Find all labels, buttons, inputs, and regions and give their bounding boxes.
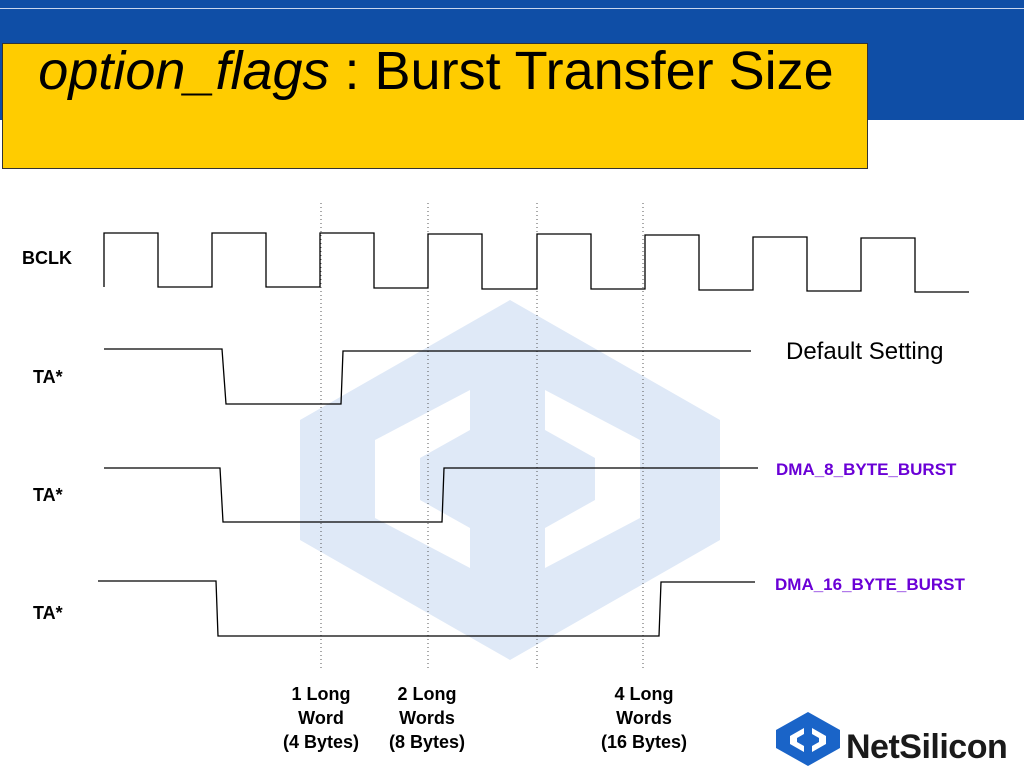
annotation-line: Words [399, 708, 455, 728]
ta-label-8byte: TA* [33, 485, 63, 505]
annotation-line: 2 Long [397, 684, 457, 704]
watermark-logo [300, 300, 720, 660]
dma-16-byte-burst-label: DMA_16_BYTE_BURST [775, 575, 965, 594]
title-rest: : Burst Transfer Size [329, 41, 834, 101]
ta-label-16byte: TA* [33, 603, 63, 623]
ta-label-default: TA* [33, 367, 63, 387]
default-setting-label: Default Setting [786, 338, 944, 365]
annotation-line: Words [616, 708, 672, 728]
watermark-cutout [375, 390, 640, 568]
annotation-4-long-words: 4 Long Words (16 Bytes) [584, 682, 704, 754]
annotation-line: (4 Bytes) [282, 732, 360, 752]
header-band-divider [0, 8, 1024, 9]
ta-8byte-waveform [104, 467, 758, 523]
annotation-line: 4 Long [614, 684, 674, 704]
annotation-2-long-words: 2 Long Words (8 Bytes) [367, 682, 487, 754]
annotation-line: Word [298, 708, 344, 728]
bclk-waveform [103, 232, 969, 293]
bclk-label: BCLK [22, 248, 72, 268]
ta-default-waveform [104, 348, 751, 405]
netsilicon-logo-icon [776, 712, 840, 766]
annotation-line: 1 Long [291, 684, 351, 704]
ta-16byte-waveform [98, 580, 755, 637]
title-box: option_flags : Burst Transfer Size [2, 40, 869, 169]
annotation-line: (16 Bytes) [600, 732, 688, 752]
slide-title: option_flags : Burst Transfer Size [3, 40, 869, 102]
netsilicon-logo-text: NetSilicon [846, 728, 1008, 766]
annotation-1-long-word: 1 Long Word (4 Bytes) [261, 682, 381, 754]
dma-8-byte-burst-label: DMA_8_BYTE_BURST [776, 460, 957, 479]
annotation-line: (8 Bytes) [388, 732, 466, 752]
title-emphasis: option_flags [38, 41, 330, 101]
